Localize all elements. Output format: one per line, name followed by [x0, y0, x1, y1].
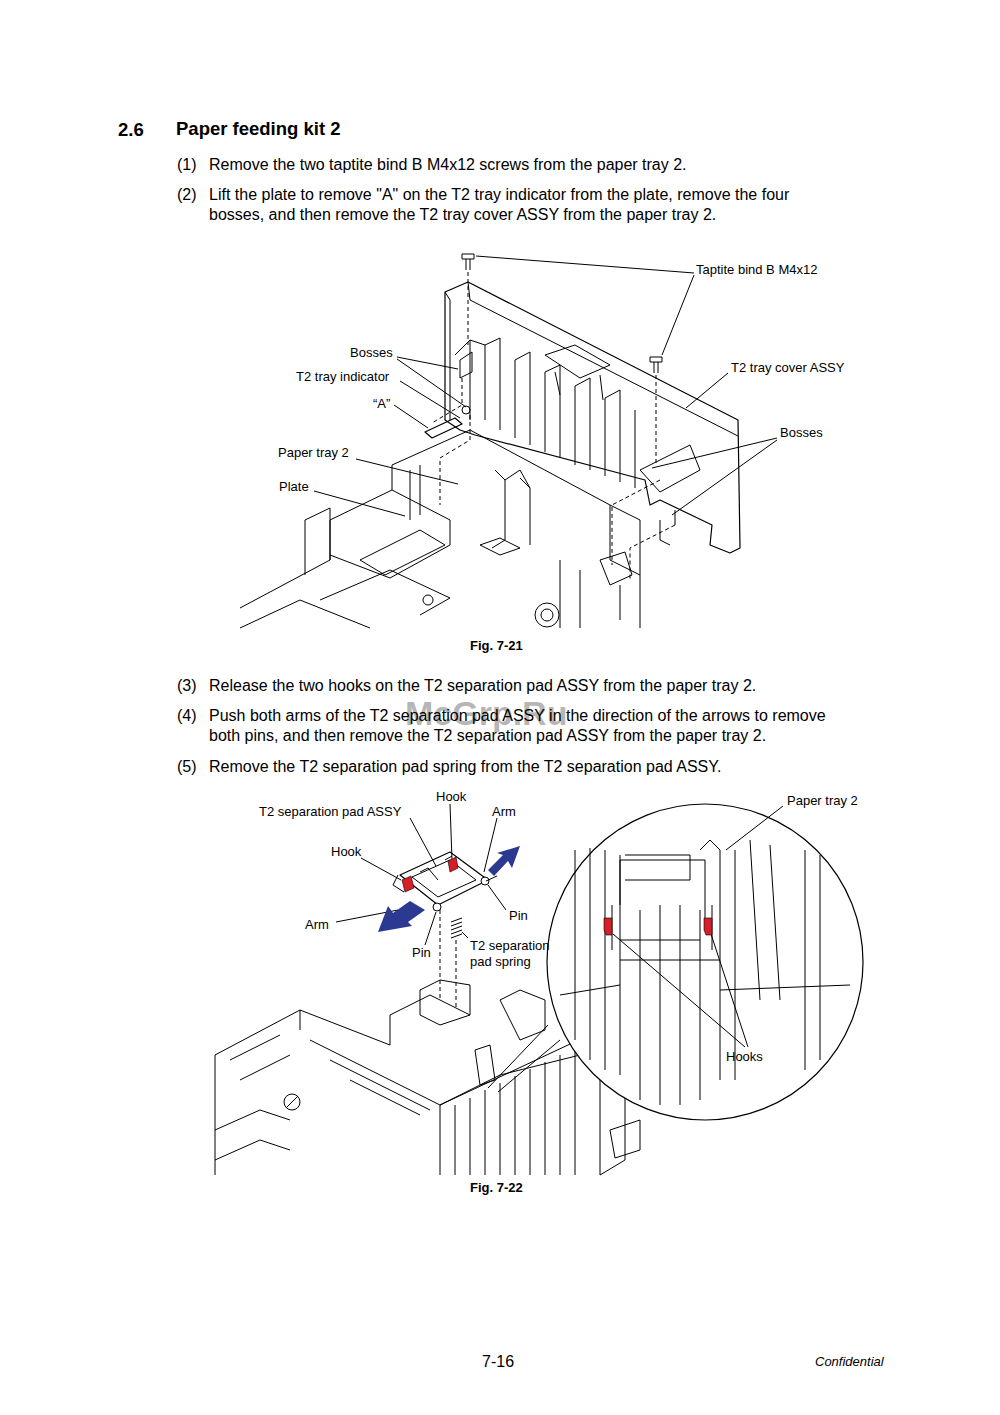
part-name: T2 tray indicator	[296, 369, 389, 385]
part-name: Arm	[305, 917, 329, 933]
step-text: Lift the plate to remove "A" on the T2 t…	[209, 185, 834, 225]
step-number: (5)	[177, 757, 197, 777]
part-name: Pin	[509, 908, 528, 924]
part-name: T2 separation pad spring	[470, 938, 560, 970]
part-name: Arm	[492, 804, 516, 820]
figure-caption: Fig. 7-21	[470, 638, 523, 654]
step-number: (3)	[177, 676, 197, 696]
part-name: Pin	[412, 945, 431, 961]
part-name: Hook	[436, 789, 466, 805]
part-name: T2 separation pad ASSY	[259, 804, 401, 820]
step-number: (1)	[177, 155, 197, 175]
step-number: (2)	[177, 185, 197, 205]
part-name: Paper tray 2	[787, 793, 858, 809]
part-name: Taptite bind B M4x12	[696, 262, 817, 278]
part-name: Bosses	[780, 425, 823, 441]
step-text: Push both arms of the T2 separation pad …	[209, 706, 859, 746]
part-name: Hooks	[726, 1049, 763, 1065]
footer-note: Confidential	[815, 1354, 884, 1370]
part-name: T2 tray cover ASSY	[731, 360, 844, 376]
figure-caption: Fig. 7-22	[470, 1180, 523, 1196]
section-title: Paper feeding kit 2	[176, 117, 341, 141]
part-name: Hook	[331, 844, 361, 860]
step-text: Remove the T2 separation pad spring from…	[209, 757, 721, 777]
part-name: Bosses	[350, 345, 393, 361]
step-number: (4)	[177, 706, 197, 726]
part-name: Paper tray 2	[278, 445, 349, 461]
step-text: Remove the two taptite bind B M4x12 scre…	[209, 155, 687, 175]
part-name: Plate	[279, 479, 309, 495]
part-name: “A”	[373, 396, 390, 412]
step-text: Release the two hooks on the T2 separati…	[209, 676, 756, 696]
page-number: 7-16	[482, 1352, 514, 1372]
section-number: 2.6	[118, 118, 144, 141]
